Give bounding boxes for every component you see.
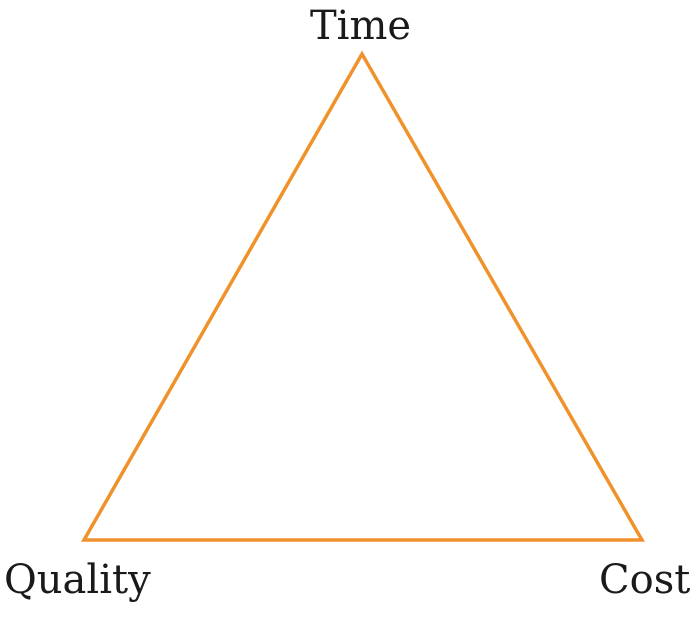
vertex-label-time: Time <box>310 3 412 49</box>
vertex-label-quality: Quality <box>4 557 151 603</box>
triangle-shape <box>80 50 646 542</box>
vertex-label-cost: Cost <box>599 557 691 603</box>
